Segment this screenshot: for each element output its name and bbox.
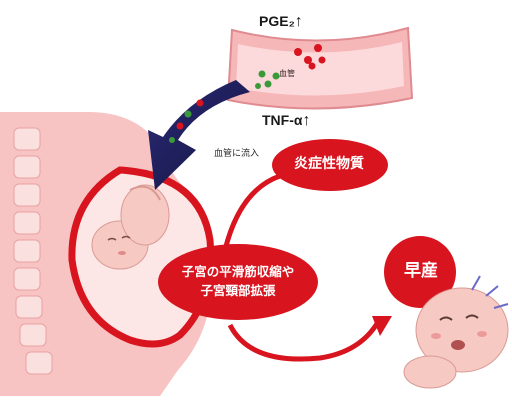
connector-uterus-to-preterm [230, 322, 378, 359]
uterus-effect-line1: 子宮の平滑筋収縮や [168, 263, 308, 282]
preterm-birth-label: 早産 [396, 263, 446, 280]
up-arrow-icon: ↑ [295, 13, 303, 30]
blood-vessel [228, 28, 412, 109]
uterus-effect-line2: 子宮頸部拡張 [168, 282, 308, 301]
up-arrow-icon: ↑ [302, 112, 310, 129]
vessel-label: 血管 [279, 70, 295, 78]
tnf-alpha-label: TNF-α↑ [262, 113, 310, 129]
inflow-arrow [148, 80, 250, 190]
connector-inflam-to-uterus [225, 176, 280, 250]
uterus-effect-label: 子宮の平滑筋収縮や 子宮頸部拡張 [168, 263, 308, 301]
inflow-label: 血管に流入 [214, 150, 259, 159]
inflammatory-substance-label: 炎症性物質 [284, 157, 374, 171]
tnf-text: TNF-α [262, 112, 302, 128]
pge2-label: PGE₂↑ [259, 14, 303, 30]
pge2-text: PGE₂ [259, 13, 295, 29]
